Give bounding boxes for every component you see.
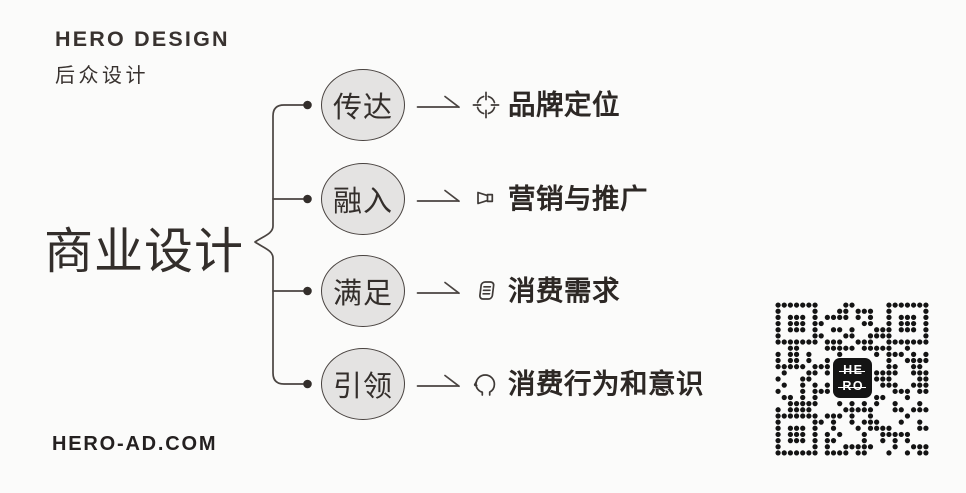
- document-icon: [471, 276, 501, 306]
- branch-dots: [303, 100, 312, 389]
- outcome-label-1: 品牌定位: [508, 89, 620, 120]
- diagram-node-1: 传达: [321, 69, 405, 141]
- arrow-4: [416, 374, 460, 388]
- outcome-label-3: 消费需求: [508, 275, 620, 306]
- qr-code: HE RO: [775, 302, 929, 456]
- arrow-1: [416, 95, 460, 109]
- qr-pattern: [775, 302, 929, 456]
- brand-block: HERO DESIGN 后众设计: [55, 27, 230, 88]
- arrow-3: [416, 281, 460, 295]
- outcome-label-2: 营销与推广: [508, 183, 648, 214]
- brand-name-zh: 后众设计: [55, 65, 149, 87]
- brand-name-en: HERO DESIGN: [55, 27, 230, 51]
- diagram-node-2: 融入: [321, 163, 405, 235]
- outcome-label-4: 消费行为和意识: [508, 368, 704, 399]
- diagram-node-4: 引领: [321, 348, 405, 420]
- diagram-node-3: 满足: [321, 255, 405, 327]
- website-text: HERO-AD.COM: [52, 433, 218, 455]
- brace-line: [254, 104, 304, 385]
- qr-logo-line1: HE: [838, 362, 866, 377]
- qr-center-logo: HE RO: [833, 358, 872, 398]
- head-icon: [471, 369, 501, 399]
- target-icon: [471, 90, 501, 120]
- qr-logo-line2: RO: [837, 378, 867, 393]
- megaphone-icon: [471, 184, 501, 214]
- arrow-2: [416, 189, 460, 203]
- diagram-root-title: 商业设计: [44, 225, 245, 279]
